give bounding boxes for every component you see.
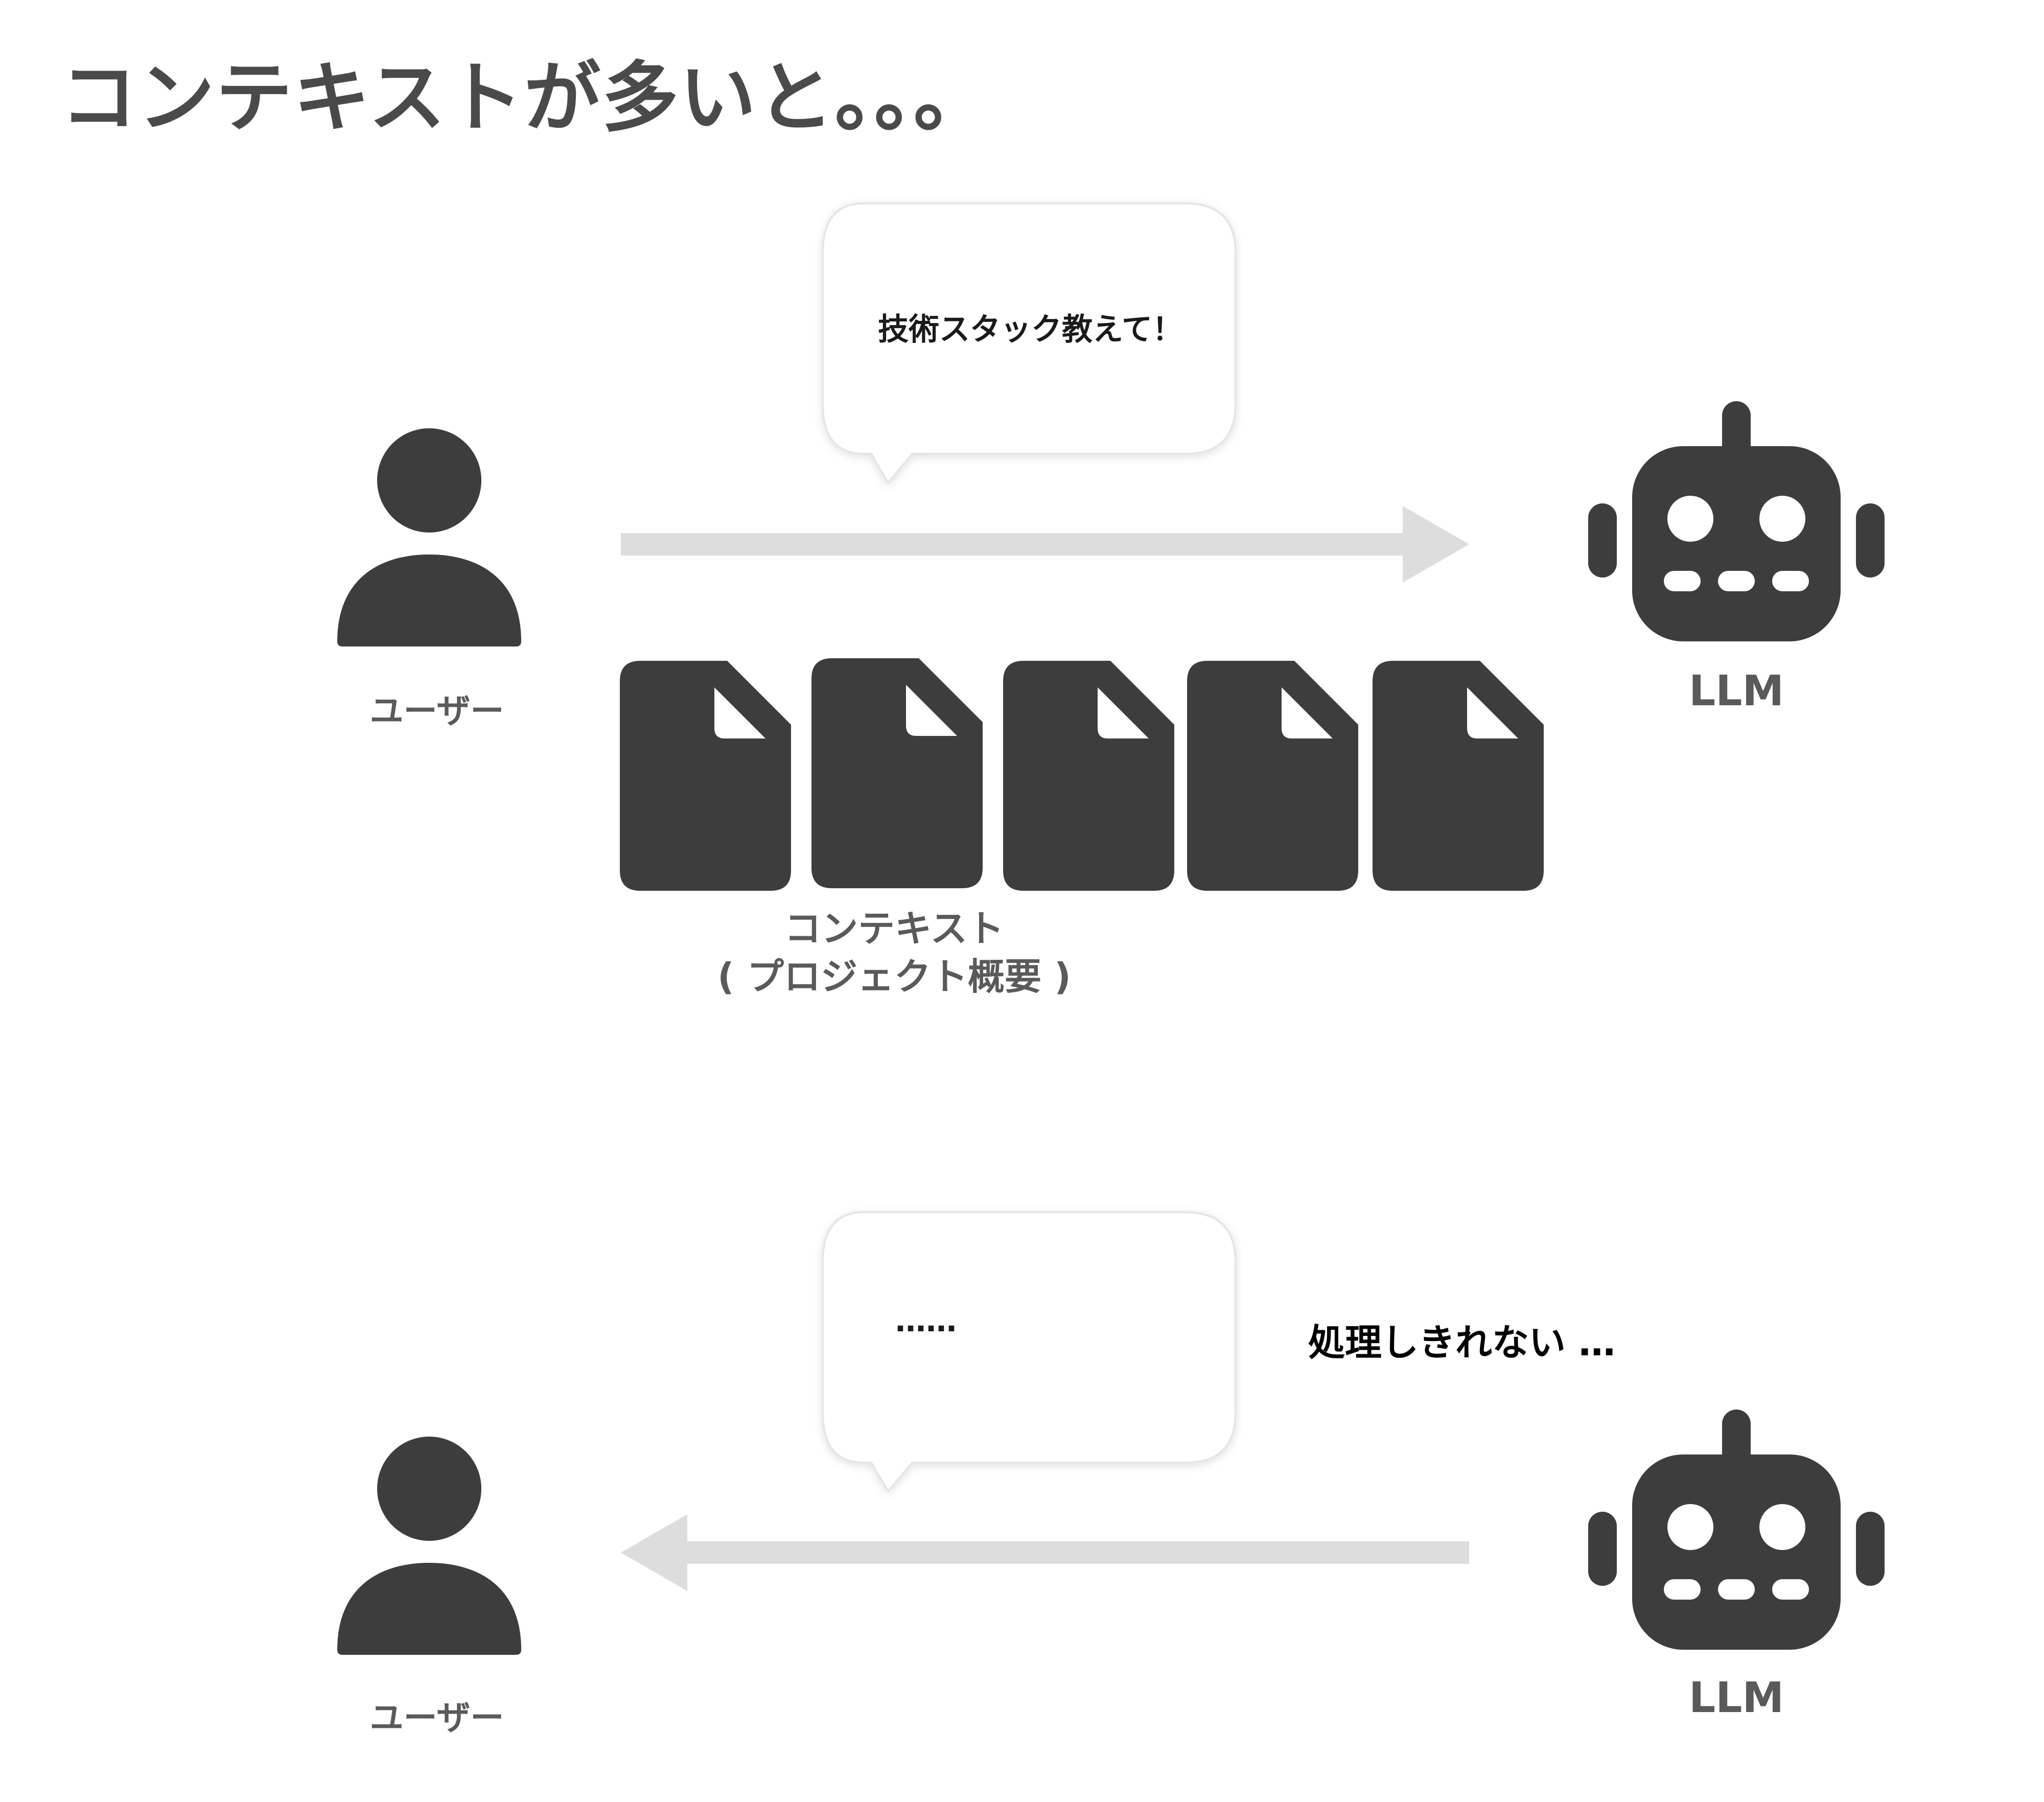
user-label: ユーザー	[369, 1698, 504, 1738]
response-bubble	[822, 1211, 1237, 1493]
request-bubble-text: 技術スタック教えて！	[878, 312, 1183, 348]
document-icon	[811, 658, 983, 888]
page-title: コンテキストが多いと。。。	[60, 54, 991, 143]
user-label: ユーザー	[369, 691, 504, 731]
person-icon	[337, 1437, 521, 1655]
person-icon	[337, 428, 521, 646]
request-arrow	[621, 506, 1469, 583]
context-label: コンテキスト ( プロジェクト概要 )	[664, 905, 1124, 1001]
document-icon	[620, 661, 791, 891]
context-label-line1: コンテキスト	[784, 907, 1004, 950]
request-bubble	[822, 202, 1237, 485]
document-icon	[1187, 661, 1358, 891]
robot-icon	[1588, 1410, 1885, 1650]
robot-icon	[1588, 401, 1885, 641]
context-label-line2: ( プロジェクト概要 )	[717, 955, 1071, 998]
llm-label: LLM	[1688, 667, 1784, 715]
overload-note: 処理しきれない …	[1308, 1321, 1616, 1364]
document-icon	[1003, 661, 1174, 891]
llm-label: LLM	[1688, 1674, 1784, 1722]
document-icon	[1373, 661, 1544, 891]
response-arrow	[621, 1514, 1469, 1591]
response-bubble-text: ……	[895, 1303, 957, 1339]
